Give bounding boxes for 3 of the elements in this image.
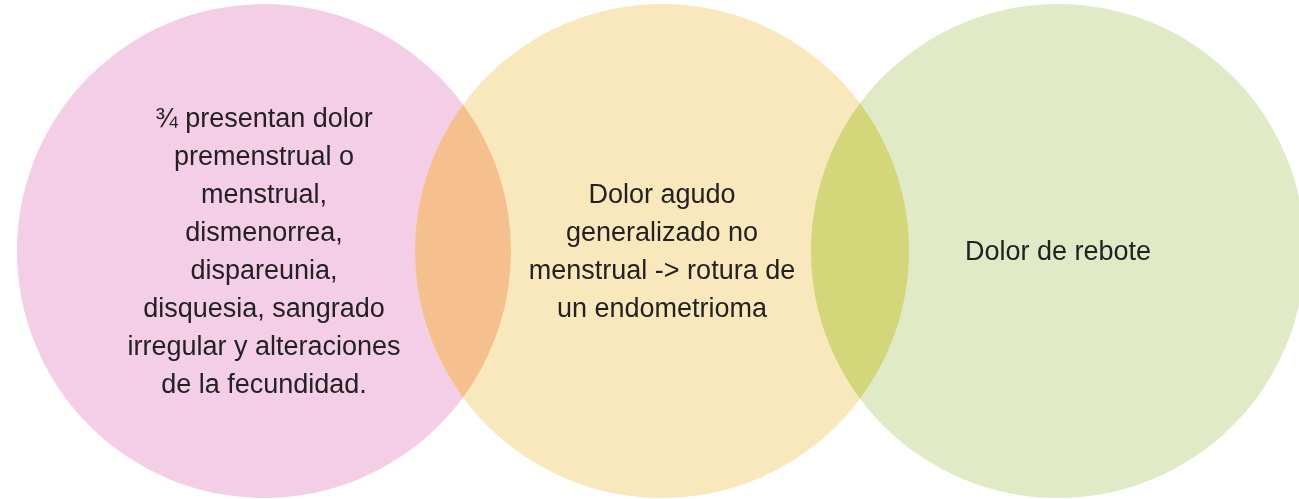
circle-text: ¾ presentan dolor premenstrual o menstrual, dismenorrea, dispareunia, disquesia, sangrado irregular y alteraciones de la fecundidad. bbox=[126, 102, 402, 401]
circle-text: Dolor agudo generalizado no menstrual -> rotura de un endometrioma bbox=[527, 178, 797, 325]
circle-text: Dolor de rebote bbox=[964, 235, 1152, 268]
